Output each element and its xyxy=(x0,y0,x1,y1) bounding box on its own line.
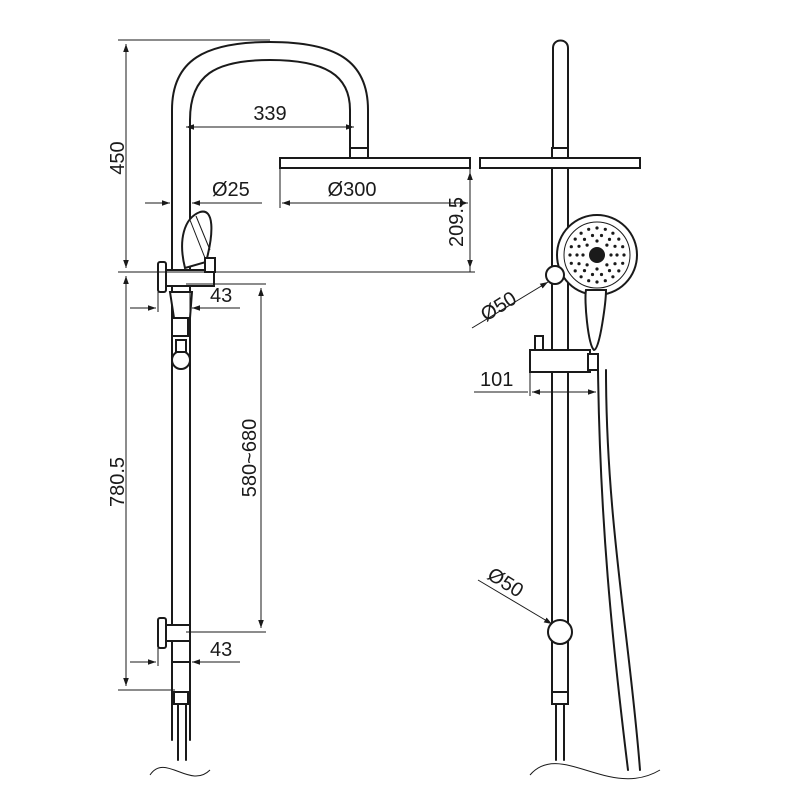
dim-holder-projection-label: 101 xyxy=(480,369,513,391)
nozzle-dot xyxy=(573,269,577,273)
nozzle-dot xyxy=(577,244,581,248)
nozzle-dot xyxy=(590,272,595,277)
dim-head-drop-label: 209.5 xyxy=(446,197,468,247)
nozzle-dot xyxy=(605,243,609,247)
nozzle-dot xyxy=(581,253,585,257)
nozzle-dot xyxy=(568,253,572,257)
nozzle-dot xyxy=(573,237,577,241)
nozzle-dot xyxy=(579,231,583,235)
nozzle-dot xyxy=(599,272,604,277)
dim-head-diameter-label: Ø300 xyxy=(328,179,377,201)
nozzle-dot xyxy=(611,231,615,235)
nozzle-dot xyxy=(617,269,621,273)
nozzle-dot xyxy=(603,279,607,283)
dim-pipe-diameter-label: Ø25 xyxy=(212,179,250,201)
nozzle-dot xyxy=(595,280,599,284)
nozzle-dot xyxy=(595,226,599,230)
nozzle-dot xyxy=(607,237,612,241)
nozzle-dot xyxy=(585,263,589,267)
nozzle-dot xyxy=(595,267,599,271)
dim-450-label: 450 xyxy=(107,141,129,174)
nozzle-dot xyxy=(607,269,612,273)
side-view: Ø50 101 Ø50 xyxy=(471,39,661,780)
nozzle-dot xyxy=(609,253,613,257)
nozzle-dot xyxy=(577,262,581,266)
dim-bracket-offset-bottom-label: 43 xyxy=(210,639,232,661)
nozzle-dot xyxy=(575,253,579,257)
nozzle-dot xyxy=(569,245,573,249)
nozzle-dot xyxy=(615,253,619,257)
nozzle-dot xyxy=(569,261,573,265)
nozzle-dot xyxy=(613,262,617,266)
handset-face xyxy=(556,214,638,352)
nozzle-dot xyxy=(611,275,615,279)
dim-slide-range-label: 580~680 xyxy=(239,419,261,497)
nozzle-dot xyxy=(582,237,587,241)
dim-339-label: 339 xyxy=(253,103,286,125)
nozzle-dot xyxy=(617,237,621,241)
nozzle-dot xyxy=(582,269,587,273)
nozzle-dot xyxy=(587,279,591,283)
dim-bracket-offset-top-label: 43 xyxy=(210,285,232,307)
nozzle-dot xyxy=(579,275,583,279)
nozzle-dot xyxy=(605,263,609,267)
nozzle-dot xyxy=(603,227,607,231)
nozzle-dot xyxy=(613,244,617,248)
dim-rail-height-label: 780.5 xyxy=(107,457,129,507)
nozzle-dot xyxy=(621,245,625,249)
nozzle-dot xyxy=(595,239,599,243)
nozzle-dot xyxy=(621,261,625,265)
nozzle-dot xyxy=(599,233,604,238)
front-view: 450 339 Ø25 Ø300 209.5 43 580~680 780.5 xyxy=(107,39,475,777)
nozzle-dot xyxy=(587,227,591,231)
nozzle-dot xyxy=(590,233,595,238)
nozzle-dot xyxy=(622,253,626,257)
nozzle-dot xyxy=(585,243,589,247)
